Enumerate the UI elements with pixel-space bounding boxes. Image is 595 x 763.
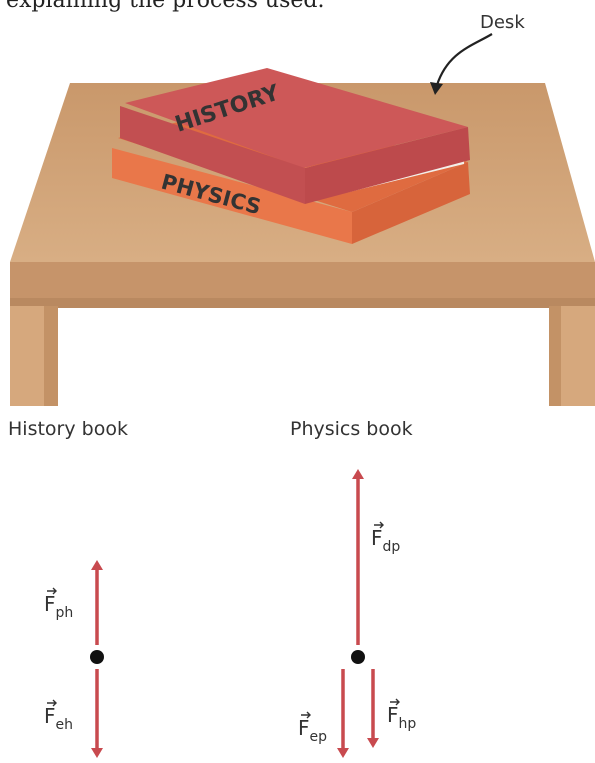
force-ep-subscript: ep	[310, 729, 328, 745]
force-dp-label: Fdp	[371, 526, 400, 555]
desk-leg-right-shade	[549, 306, 561, 406]
physics-center-point	[351, 650, 365, 664]
history-center-point	[90, 650, 104, 664]
force-hp-subscript: hp	[399, 716, 417, 732]
desk-pointer-arrow	[437, 34, 492, 85]
history-fbd: Fph Feh	[44, 565, 104, 753]
force-ep-symbol: F	[298, 716, 310, 740]
force-dp-symbol: F	[371, 526, 383, 550]
force-ph-label: Fph	[44, 592, 73, 621]
force-eh-subscript: eh	[56, 717, 74, 733]
physics-diagram-title: Physics book	[290, 418, 413, 440]
history-diagram-title: History book	[8, 418, 128, 440]
physics-fbd: Fdp Fep Fhp	[298, 474, 416, 753]
force-hp-label: Fhp	[387, 703, 416, 732]
desk-apron	[10, 298, 595, 308]
desk-leg-left-shade	[44, 306, 58, 406]
force-eh-label: Feh	[44, 704, 73, 733]
desk-label: Desk	[480, 12, 525, 33]
force-hp-symbol: F	[387, 703, 399, 727]
force-ph-subscript: ph	[56, 605, 74, 621]
force-ph-symbol: F	[44, 592, 56, 616]
force-dp-subscript: dp	[383, 539, 401, 555]
force-eh-symbol: F	[44, 704, 56, 728]
force-ep-label: Fep	[298, 716, 327, 745]
